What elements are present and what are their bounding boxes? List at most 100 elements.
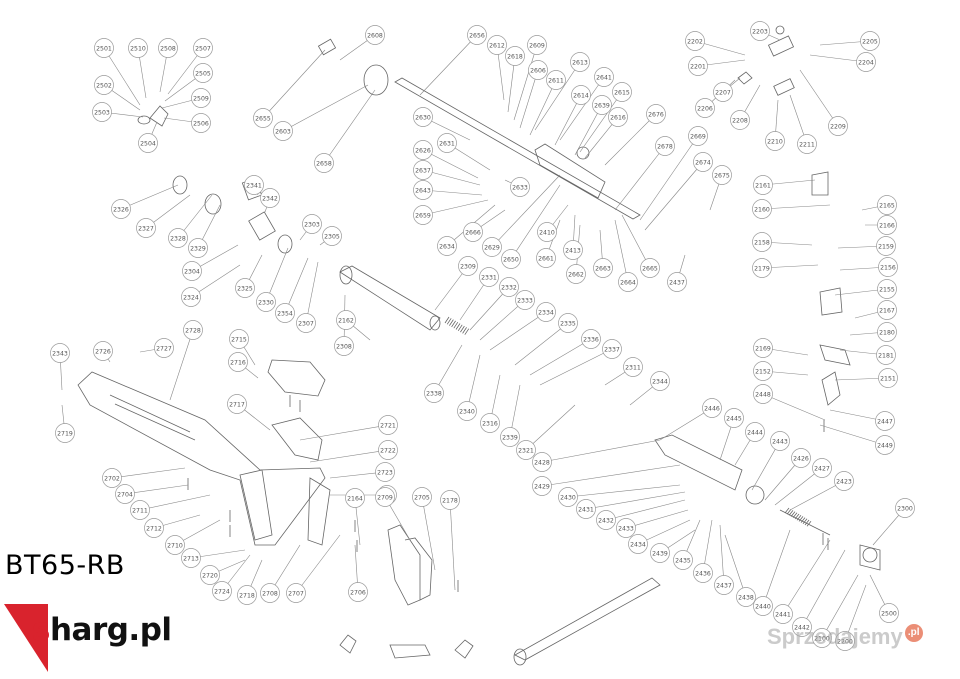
label-bubble [693,152,713,172]
leader-line [525,404,576,451]
part-number-label: 2674 [695,159,711,166]
leader-line [605,499,686,521]
leader-line [491,174,561,248]
part-shape [451,320,456,328]
label-bubble [736,587,756,607]
label-bubble [235,278,255,298]
part-number-label: 2669 [690,133,706,140]
part-number-label: 2429 [534,483,550,490]
label-bubble [260,188,280,208]
label-bubble [752,258,772,278]
part-number-label: 2428 [534,459,550,466]
part-shape [454,639,474,659]
label-bubble [158,38,178,58]
part-number-label: 2715 [231,336,247,343]
label-bubble [322,226,342,246]
label-bubble [154,338,174,358]
part-number-label: 2431 [578,506,594,513]
label-bubble [581,329,601,349]
leader-line [821,574,859,639]
label-bubble [181,287,201,307]
label-bubble [501,249,521,269]
part-number-label: 2427 [814,465,830,472]
part-number-label: 2307 [298,320,314,327]
label-bubble [136,218,156,238]
label-bubble [812,458,832,478]
part-number-label: 2608 [367,32,383,39]
label-bubble [770,431,790,451]
leader-line [621,214,651,269]
part-shape [460,325,465,333]
part-number-label: 2641 [596,74,612,81]
part-number-label: 2443 [772,438,788,445]
leader-line [539,348,613,386]
label-bubble [628,534,648,554]
label-bubble [812,628,832,648]
part-number-label: 2210 [767,138,783,145]
label-bubble [876,345,896,365]
leader-line [282,84,369,132]
label-bubble [712,165,732,185]
label-bubble [834,471,854,491]
label-bubble [55,423,75,443]
leader-line [844,584,867,642]
part-number-label: 2181 [878,352,894,359]
part-number-label: 2437 [669,279,685,286]
leader-line [514,322,569,366]
label-bubble [528,60,548,80]
part-number-label: 2303 [304,221,320,228]
leader-line [782,539,831,615]
part-number-label: 2309 [460,263,476,270]
part-number-label: 2629 [484,244,500,251]
part-number-label: 2339 [502,434,518,441]
label-bubble [592,95,612,115]
part-number-label: 2324 [183,294,199,301]
part-number-label: 2200 [837,638,853,645]
part-number-label: 2504 [140,140,156,147]
label-bubble [440,490,460,510]
part-number-label: 2321 [518,447,534,454]
part-shape [767,35,795,57]
leader-line [801,549,846,628]
part-shape [109,394,196,441]
part-shape [737,71,753,85]
label-bubble [667,272,687,292]
part-number-label: 2328 [170,235,186,242]
label-bubble [413,160,433,180]
part-number-label: 2433 [618,525,634,532]
label-bubble [102,468,122,488]
leader-line [625,509,689,529]
part-number-label: 2633 [512,184,528,191]
label-bubble [618,272,638,292]
part-number-label: 2718 [239,592,255,599]
part-number-label: 2444 [747,429,763,436]
label-bubble [115,484,135,504]
part-number-label: 2158 [754,239,770,246]
label-bubble [229,329,249,349]
label-bubble [650,371,670,391]
label-bubble [191,113,211,133]
part-shape [307,477,331,546]
label-bubble [646,104,666,124]
label-bubble [877,279,897,299]
part-shape [457,324,463,332]
part-shape [387,524,421,606]
part-number-label: 2343 [52,350,68,357]
part-shape [576,146,590,160]
label-bubble [688,126,708,146]
label-bubble [596,510,616,530]
part-number-label: 2603 [275,128,291,135]
label-bubble [878,368,898,388]
part-number-label: 2639 [594,102,610,109]
leader-line [479,299,526,341]
label-bubble [375,462,395,482]
label-bubble [480,413,500,433]
label-bubble [275,303,295,323]
label-bubble [378,415,398,435]
label-bubble [753,596,773,616]
label-bubble [828,116,848,136]
part-number-label: 2719 [57,430,73,437]
label-bubble [877,195,897,215]
part-shape [77,371,326,546]
label-bubble [499,277,519,297]
